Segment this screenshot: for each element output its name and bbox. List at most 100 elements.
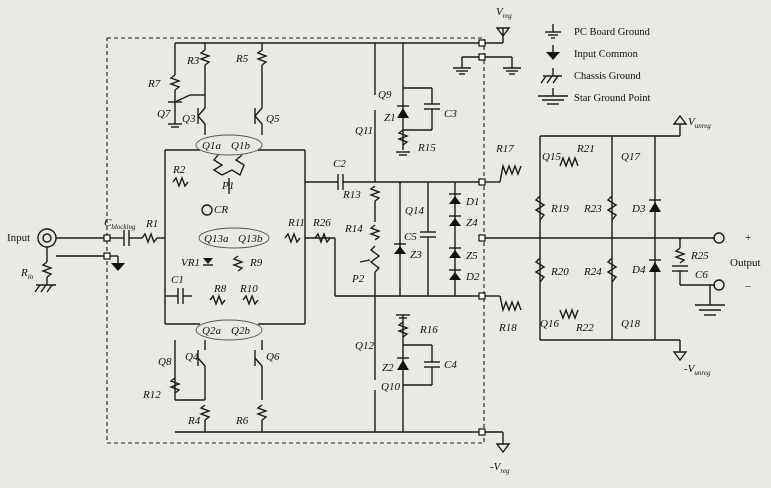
vr1-label: VR1	[181, 257, 200, 269]
r9-label: R9	[249, 257, 263, 269]
q2b-label: Q2b	[231, 325, 250, 337]
r21-label: R21	[576, 143, 595, 155]
r18-label: R18	[498, 322, 517, 334]
r10-label: R10	[239, 283, 258, 295]
output-stage: R17 Q15 R19 R20 Q16 R18 R21 Q17 R23 R24 …	[478, 136, 761, 340]
r20-label: R20	[550, 266, 569, 278]
r23-label: R23	[583, 203, 602, 215]
cr-label: CR	[214, 204, 228, 216]
q10-label: Q10	[381, 381, 400, 393]
cblocking-label: Cblocking	[104, 217, 136, 231]
z4-label: Z4	[466, 217, 478, 229]
r16-label: R16	[419, 324, 438, 336]
q6-label: Q6	[266, 351, 280, 363]
z1-label: Z1	[384, 112, 396, 124]
neg-vreg-label: -Vreg	[490, 461, 510, 475]
q9-label: Q9	[378, 89, 392, 101]
pc-board-ground-icon	[545, 24, 561, 39]
c6-label: C6	[695, 269, 708, 281]
q13b-label: Q13b	[238, 233, 263, 245]
r5-label: R5	[235, 53, 249, 65]
q4-label: Q4	[185, 351, 199, 363]
q3-label: Q3	[182, 113, 196, 125]
input-common-icon	[546, 45, 560, 60]
z2-label: Z2	[382, 362, 394, 374]
r19-label: R19	[550, 203, 569, 215]
r12-label: R12	[142, 389, 161, 401]
p1-label: P1	[221, 180, 234, 192]
p2-label: P2	[351, 273, 365, 285]
chassis-ground-icon	[540, 68, 562, 84]
q8-label: Q8	[158, 356, 172, 368]
r13-label: R13	[342, 189, 361, 201]
z5-label: Z5	[466, 250, 478, 262]
r24-label: R24	[583, 266, 602, 278]
legend-chassis-ground: Chassis Ground	[574, 71, 642, 82]
q11-label: Q11	[355, 125, 373, 137]
r8-label: R8	[213, 283, 227, 295]
r22-label: R22	[575, 322, 594, 334]
front-end: Q1a Q1b Q2a Q2b Q13a Q13b R3 R5 R7 Q7	[142, 43, 482, 432]
vas-stage: C2 Q9 Q11 Z1 C3 R15 R13 Q14 R14 P2	[305, 43, 482, 432]
q13a-label: Q13a	[204, 233, 229, 245]
c3-label: C3	[444, 108, 457, 120]
q14-label: Q14	[405, 205, 424, 217]
q13-pair-outline	[198, 227, 270, 249]
c5-label: C5	[404, 231, 417, 243]
r2-label: R2	[172, 164, 186, 176]
r4-label: R4	[187, 415, 201, 427]
q16-label: Q16	[540, 318, 559, 330]
q17-label: Q17	[621, 151, 640, 163]
d2-label: D2	[465, 271, 480, 283]
r26-label: R26	[312, 217, 331, 229]
cr-icon	[201, 204, 213, 216]
input-label: Input	[7, 232, 30, 244]
d1-label: D1	[465, 196, 479, 208]
output-minus-terminal-icon	[713, 279, 725, 291]
r11-label: R11	[287, 217, 305, 229]
c1-label: C1	[171, 274, 184, 286]
vunreg-rail: Vunreg	[540, 114, 711, 137]
output-plus-terminal-icon	[713, 232, 725, 244]
output-label: Output	[730, 257, 761, 269]
r7-label: R7	[147, 78, 161, 90]
r25-label: R25	[690, 250, 709, 262]
q2-pair-outline	[195, 319, 263, 341]
star-ground-icon	[538, 88, 568, 105]
vreg-label: Vreg	[496, 6, 512, 20]
input-common-icon	[111, 263, 125, 271]
legend-input-common: Input Common	[574, 49, 639, 60]
c2-label: C2	[333, 158, 346, 170]
neg-vreg-rail: -Vreg	[175, 428, 511, 475]
rin-label: Rin	[20, 267, 34, 281]
neg-vunreg-label: -Vunreg	[684, 363, 711, 377]
r1-label: R1	[145, 218, 158, 230]
z3-label: Z3	[410, 249, 422, 261]
r17-label: R17	[495, 143, 514, 155]
r14-label: R14	[344, 223, 363, 235]
output-plus-label: +	[745, 232, 751, 244]
d4-label: D4	[631, 264, 646, 276]
input-section: Input Rin Cblocking R1	[7, 217, 165, 293]
vreg-rail: Vreg	[175, 6, 521, 75]
r15-label: R15	[417, 142, 436, 154]
q1b-label: Q1b	[231, 140, 250, 152]
input-jack-icon	[37, 228, 57, 248]
q18-label: Q18	[621, 318, 640, 330]
q1a-label: Q1a	[202, 140, 221, 152]
vunreg-label: Vunreg	[688, 116, 711, 130]
neg-vunreg-rail: -Vunreg	[540, 339, 711, 377]
r3-label: R3	[186, 55, 200, 67]
q12-label: Q12	[355, 340, 374, 352]
c4-label: C4	[444, 359, 457, 371]
q5-label: Q5	[266, 113, 280, 125]
q15-label: Q15	[542, 151, 561, 163]
d3-label: D3	[631, 203, 646, 215]
q1-pair-outline	[195, 134, 263, 156]
output-minus-label: −	[745, 281, 751, 293]
q7-label: Q7	[157, 108, 171, 120]
q2a-label: Q2a	[202, 325, 221, 337]
r6-label: R6	[235, 415, 249, 427]
legend-star-ground: Star Ground Point	[574, 93, 651, 104]
